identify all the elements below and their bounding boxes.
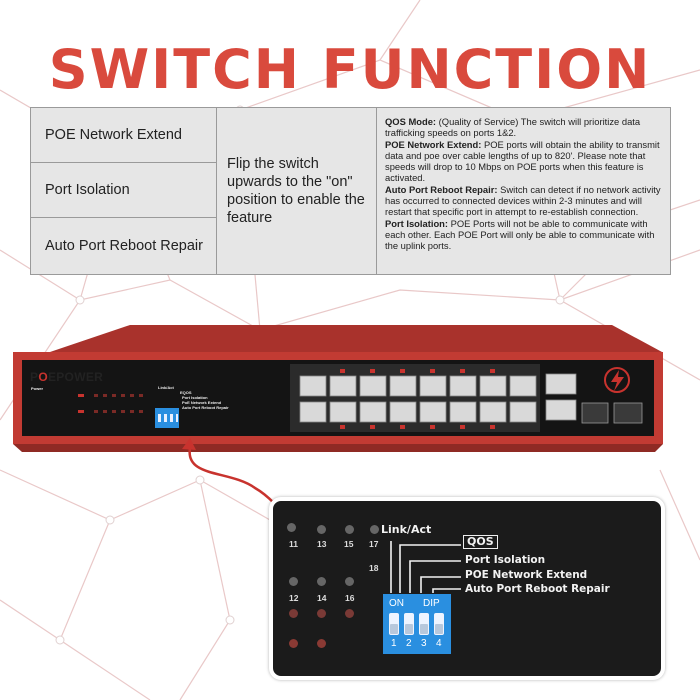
dip-number: 3 [421,638,427,649]
description-title: QOS Mode: [385,116,437,127]
panel-label-auto-port-reboot-repair: Auto Port Reboot Repair [182,405,229,410]
port-number: 18 [369,563,379,573]
panel-label-link-act: Link/Act [158,385,174,390]
description-title: POE Network Extend: [385,138,482,150]
dip-toggle-3[interactable] [419,613,429,635]
qos-label: QOS [463,535,498,549]
auto-port-reboot-repair-label: Auto Port Reboot Repair [465,583,610,595]
led-indicator [370,525,379,534]
description-port-isolation: Port Isolation: POE Ports will not be ab… [385,218,661,252]
link-act-label: Link/Act [381,523,432,536]
port-number: 16 [345,593,355,603]
feature-port-isolation: Port Isolation [31,163,217,218]
led-indicator [317,577,326,586]
led-indicator [317,525,326,534]
port-number: 14 [317,593,327,603]
led-indicator [289,609,298,618]
panel-label-qos: EQOS [180,390,192,395]
led-indicator [287,523,296,532]
dip-switch-closeup: 11 13 15 17 18 12 14 16 Link/Act QOS Por… [269,497,665,680]
description-qos: QOS Mode: (Quality of Service) The switc… [385,116,661,139]
dip-toggle-1[interactable] [389,613,399,635]
led-indicator [345,609,354,618]
dip-switch[interactable]: ON DIP 1 2 3 4 [383,594,451,654]
description-title: Port Isolation: [385,217,449,229]
feature-table: POE Network Extend Port Isolation Auto P… [30,107,671,275]
power-label: Power [31,386,44,391]
led-indicator [289,639,298,648]
port-number: 17 [369,539,379,549]
dip-number: 1 [391,638,397,649]
dip-toggle-2[interactable] [404,613,414,635]
led-indicator [289,577,298,586]
port-number: 11 [289,539,298,549]
feature-poe-network-extend: POE Network Extend [31,108,217,163]
page-title: SWITCH FUNCTION [48,38,652,101]
port-number: 12 [289,593,299,603]
description-text: POE ports will obtain the ability to tra… [385,138,660,184]
dip-toggle-4[interactable] [434,613,444,635]
feature-descriptions: QOS Mode: (Quality of Service) The switc… [377,116,669,252]
port-number: 13 [317,539,327,549]
panel-label-port-isolation: Port Isolation [182,395,208,400]
led-indicator [345,525,354,534]
port-number: 15 [344,539,354,549]
description-title: Auto Port Reboot Repair: [385,183,498,195]
panel-label-poe-network-extend: PoE Network Extend [182,400,222,405]
port-isolation-label: Port Isolation [465,554,546,566]
dip-on-label: ON [389,598,404,609]
poe-network-extend-label: POE Network Extend [465,569,588,581]
description-text: Switch can detect if no network activity… [385,183,661,218]
description-auto-port-reboot-repair: Auto Port Reboot Repair: Switch can dete… [385,184,661,218]
led-indicator [345,577,354,586]
feature-auto-port-reboot-repair: Auto Port Reboot Repair [31,218,217,274]
label-leader-lines [390,541,461,593]
dip-number: 2 [406,638,412,649]
dip-label: DIP [423,598,440,609]
description-text: (Quality of Service) The switch will pri… [385,116,641,139]
brand-logo: POEPOWER [30,370,104,384]
led-indicator [317,609,326,618]
description-poe-network-extend: POE Network Extend: POE ports will obtai… [385,139,661,184]
description-text: POE Ports will not be able to communicat… [385,217,655,252]
dip-number: 4 [436,638,442,649]
instruction-text: Flip the switch upwards to the "on" posi… [217,108,377,274]
led-indicator [317,639,326,648]
